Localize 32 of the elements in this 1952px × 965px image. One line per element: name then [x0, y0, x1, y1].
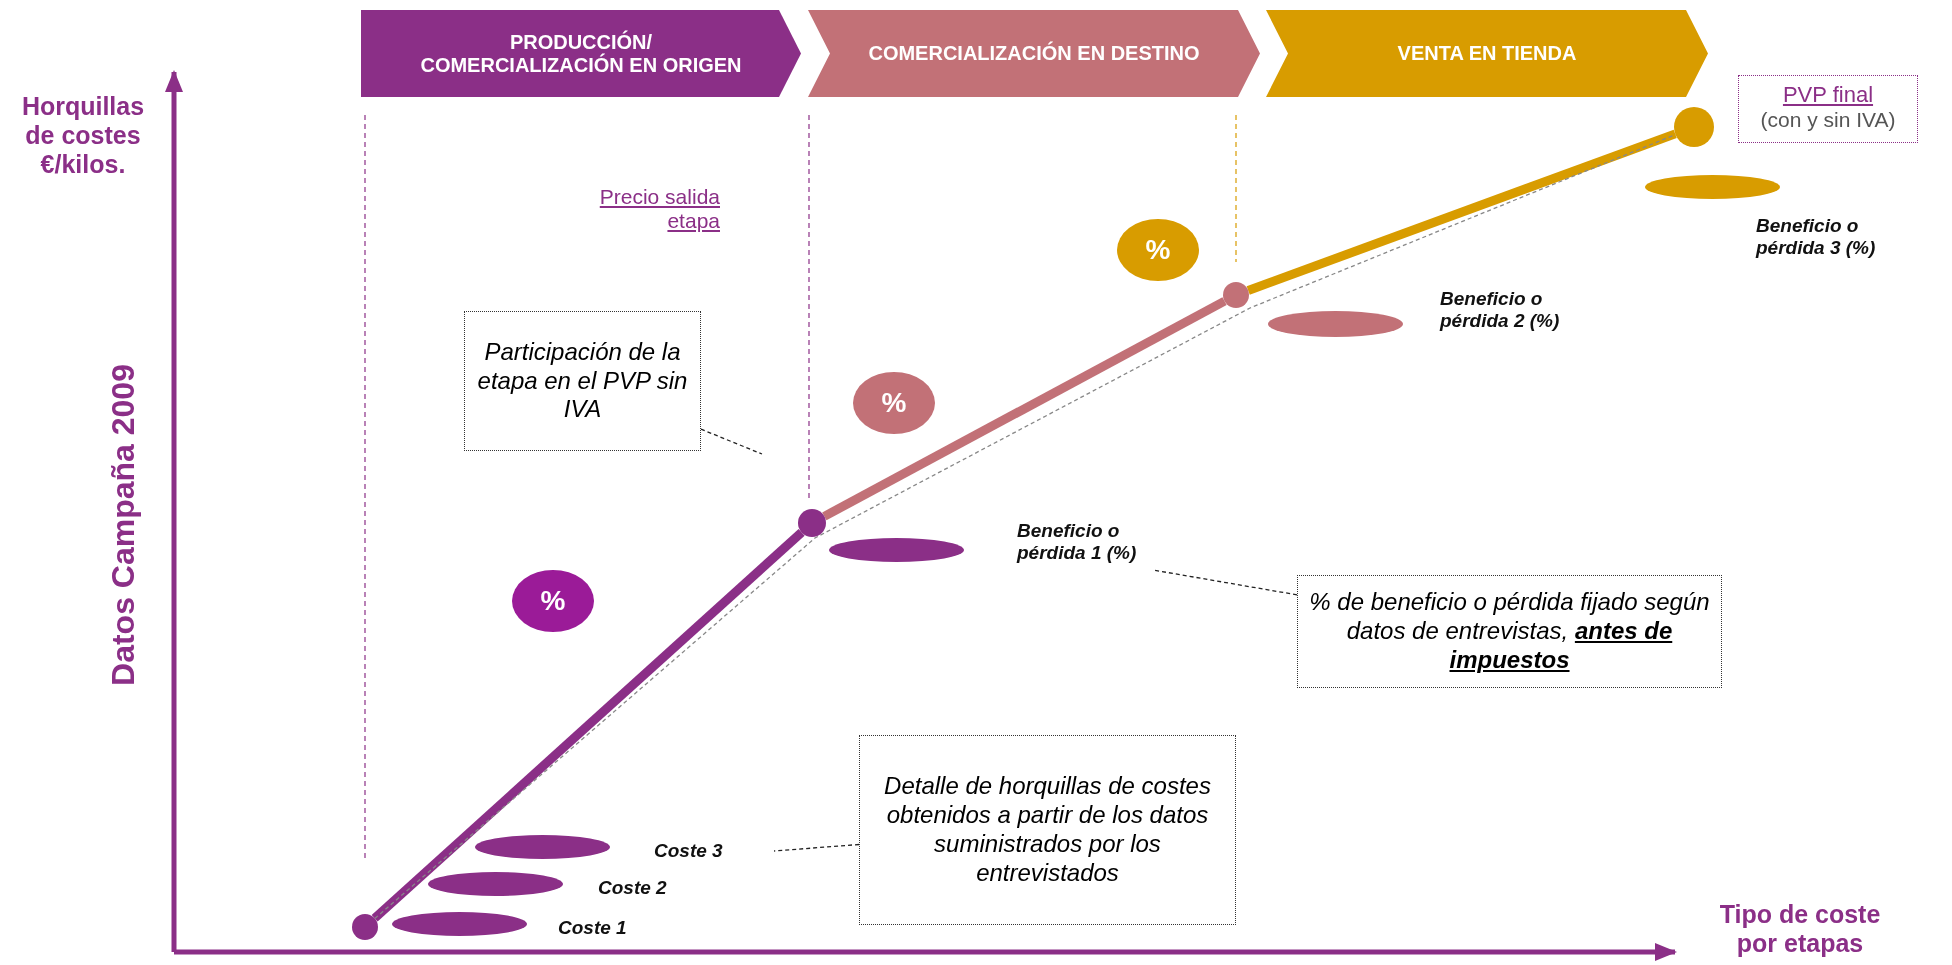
axis-title: Horquillas de costes €/kilos. — [20, 92, 146, 179]
leader-line — [773, 843, 860, 852]
stage-banner: PRODUCCIÓN/ COMERCIALIZACIÓN EN ORIGEN — [361, 10, 801, 97]
bar-label: Coste 3 — [654, 840, 724, 862]
price-note: (con y sin IVA) — [1760, 108, 1896, 132]
callout-note: % de beneficio o pérdida fijado según datos de entrevistas, antes de impuestos — [1297, 575, 1722, 688]
axis-title: Datos Campaña 2009 — [105, 363, 142, 688]
bar-label: Coste 2 — [598, 877, 668, 899]
data-point — [1223, 282, 1249, 308]
price-label: Precio salida etapa — [598, 185, 720, 233]
leader-line — [700, 428, 763, 455]
percent-badge: % — [853, 372, 935, 434]
data-point — [352, 914, 378, 940]
callout-box — [1738, 75, 1918, 143]
data-point — [798, 509, 826, 537]
bar-label: Beneficio o pérdida 1 (%) — [1017, 520, 1138, 564]
axis-title: Tipo de coste por etapas — [1718, 900, 1882, 958]
data-point — [1674, 107, 1714, 147]
price-label: PVP final — [1782, 82, 1874, 108]
price-line-segment — [822, 297, 1227, 521]
bar-label: Beneficio o pérdida 3 (%) — [1756, 215, 1877, 259]
stage-banner: VENTA EN TIENDA — [1266, 10, 1708, 97]
leader-line — [1152, 569, 1298, 596]
callout-note: Participación de la etapa en el PVP sin IVA — [464, 311, 701, 451]
percent-badge: % — [512, 570, 594, 632]
bar-label: Beneficio o pérdida 2 (%) — [1440, 288, 1561, 332]
bar-label: Coste 1 — [558, 917, 628, 939]
price-line-segment — [371, 529, 805, 922]
percent-badge: % — [1117, 219, 1199, 281]
callout-note: Detalle de horquillas de costes obtenidos a partir de los datos suministrados por los entrevistados — [859, 735, 1236, 925]
stage-banner: COMERCIALIZACIÓN EN DESTINO — [808, 10, 1260, 97]
price-line-segment — [1246, 129, 1677, 295]
